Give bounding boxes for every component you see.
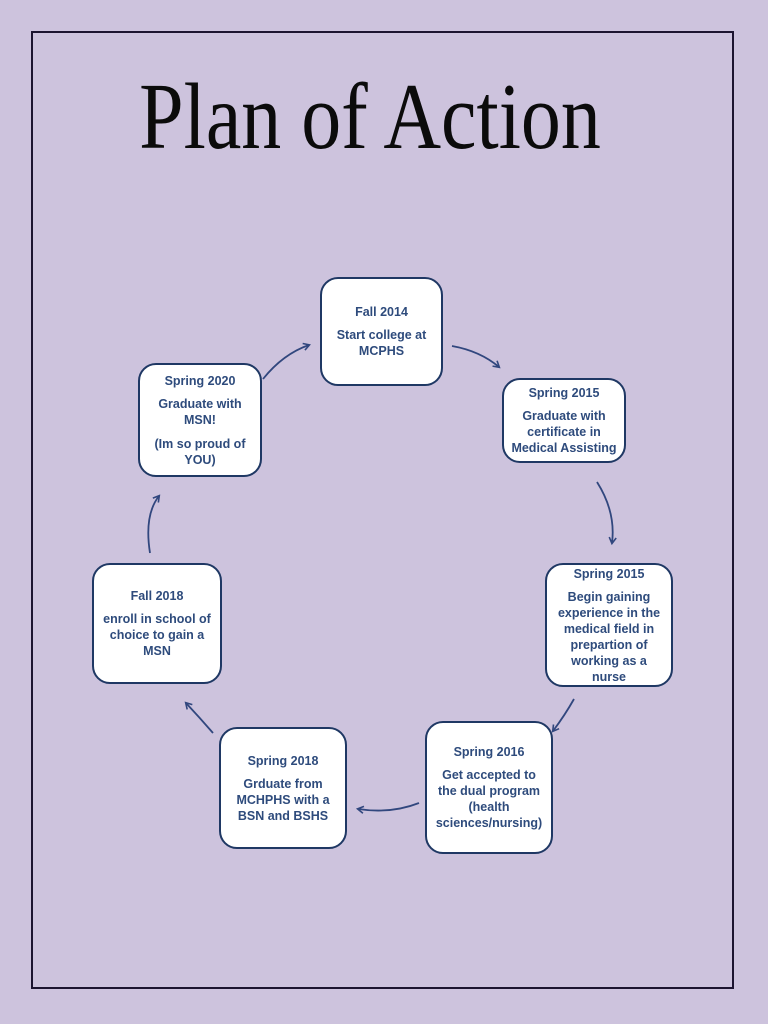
node-body: Graduate with MSN! xyxy=(158,396,242,427)
node-heading: Spring 2015 xyxy=(528,386,600,400)
arrow-spring-2015-experience-to-spring-2016 xyxy=(553,698,575,731)
node-body-note: (Im so proud of YOU) xyxy=(154,436,246,467)
node-heading: Spring 2018 xyxy=(247,753,319,768)
node-spring-2018: Spring 2018 Grduate from MCHPHS with a B… xyxy=(219,727,347,849)
node-heading: Fall 2014 xyxy=(355,305,408,319)
node-heading: Spring 2020 xyxy=(164,373,236,388)
node-fall-2014: Fall 2014 Start college at MCPHS xyxy=(320,277,443,386)
arrow-fall-2018-to-spring-2020 xyxy=(147,496,159,554)
page-title: Plan of Action xyxy=(139,65,601,169)
page-border-frame xyxy=(31,31,734,989)
node-spring-2020: Spring 2020 Graduate with MSN! (Im so pr… xyxy=(138,363,262,477)
node-body: Begin gaining experience in the medical … xyxy=(557,589,661,684)
node-spring-2016: Spring 2016 Get accepted to the dual pro… xyxy=(425,721,553,854)
node-heading: Spring 2016 xyxy=(453,745,525,759)
node-heading: Spring 2015 xyxy=(573,566,645,581)
arrow-spring-2016-to-spring-2018 xyxy=(358,802,420,811)
node-spring-2015-experience: Spring 2015 Begin gaining experience in … xyxy=(545,563,673,687)
node-heading: Fall 2018 xyxy=(130,589,184,603)
node-body: Get accepted to the dual program (health… xyxy=(435,768,543,830)
arrow-spring-2015-certificate-to-spring-2015-experience xyxy=(596,481,613,543)
node-body: Start college at MCPHS xyxy=(336,328,427,358)
node-spring-2015-certificate: Spring 2015 Graduate with certificate in… xyxy=(502,378,626,463)
arrow-spring-2020-to-fall-2014 xyxy=(262,345,309,380)
node-fall-2018: Fall 2018 enroll in school of choice to … xyxy=(92,563,222,684)
node-body: Grduate from MCHPHS with a BSN and BSHS xyxy=(236,776,330,823)
node-body: enroll in school of choice to gain a MSN xyxy=(103,612,211,658)
arrow-spring-2018-to-fall-2018 xyxy=(186,703,214,734)
node-body: Graduate with certificate in Medical Ass… xyxy=(511,409,617,455)
arrow-fall-2014-to-spring-2015-certificate xyxy=(451,345,499,367)
